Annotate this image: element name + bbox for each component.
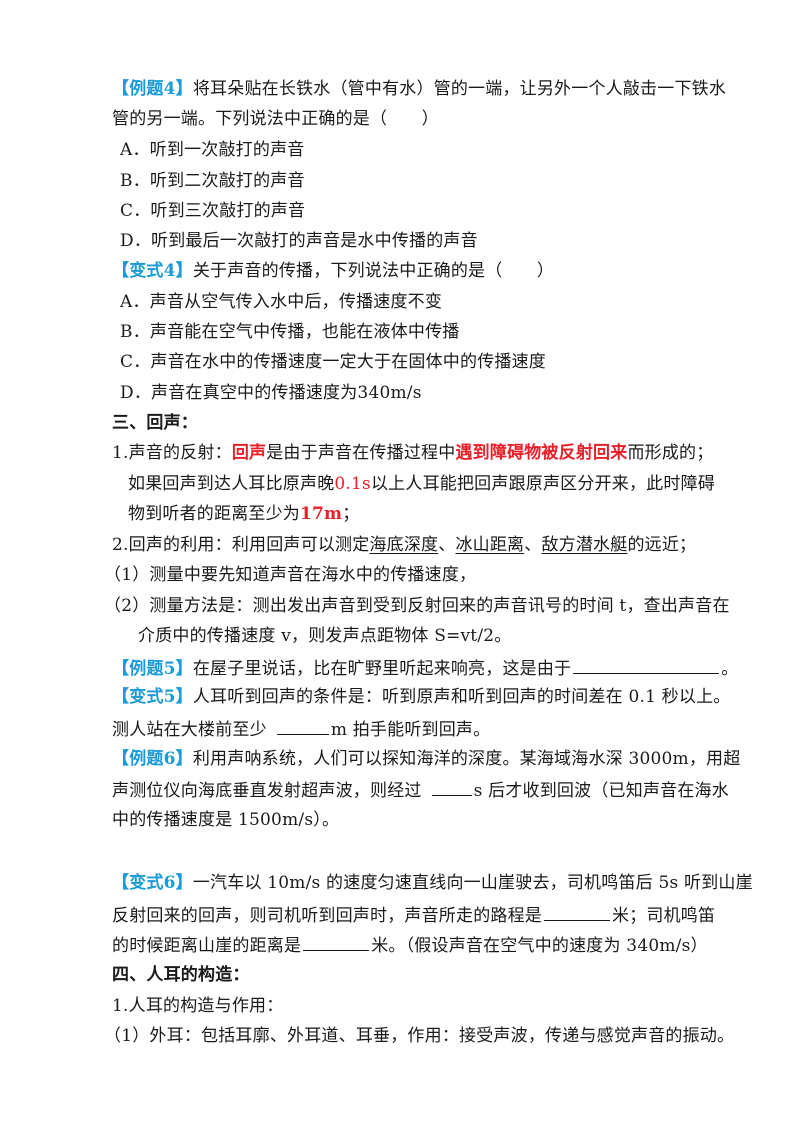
variant-6-line-2: 反射回来的回声，则司机听到回声时，声音所走的路程是米；司机鸣笛 <box>112 903 715 927</box>
example-4-option-c: C．听到三次敲打的声音 <box>120 201 306 221</box>
example-5-answer-blank[interactable] <box>573 656 720 674</box>
echo-reflection-line-3: 物到听者的距离至少为17m； <box>128 504 360 524</box>
variant-4-option-c: C．声音在水中的传播速度一定大于在固体中的传播速度 <box>120 352 547 372</box>
example-5-line-1: 【例题5】在屋子里说话，比在旷野里听起来响亮，这是由于。 <box>112 656 738 680</box>
echo-reflection-line-1: 1.声音的反射：回声是由于声音在传播过程中遇到障碍物被反射回来而形成的； <box>112 443 714 463</box>
example-6-line-3: 中的传播速度是 1500m/s）。 <box>112 810 340 830</box>
variant-4-tag: 【变式4】 <box>112 261 193 281</box>
use-sea-depth: 海底深度 <box>369 535 439 555</box>
example-4-option-b: B．听到二次敲打的声音 <box>120 171 305 191</box>
echo-use-line-1: 2.回声的利用：利用回声可以测定海底深度、冰山距离、敌方潜水艇的远近； <box>112 535 697 555</box>
min-distance-value: 17m <box>300 504 343 524</box>
section-3-heading: 三、回声： <box>112 413 198 433</box>
variant-5-answer-blank[interactable] <box>276 717 329 735</box>
variant-4-line-1: 【变式4】关于声音的传播，下列说法中正确的是（ ） <box>112 261 555 281</box>
example-4-option-d: D．听到最后一次敲打的声音是水中传播的声音 <box>120 231 478 251</box>
echo-keyword: 回声 <box>231 443 267 463</box>
variant-6-line-3: 的时候距离山崖的距离是米。（假设声音在空气中的速度为 340m/s） <box>112 933 708 957</box>
echo-use-line-3: （2）测量方法是：测出发出声音到受到反射回来的声音讯号的时间 t，查出声音在 <box>104 596 730 616</box>
use-submarine: 敌方潜水艇 <box>541 535 628 555</box>
variant-6-tag: 【变式6】 <box>112 873 193 893</box>
variant-6-line-1: 【变式6】一汽车以 10m/s 的速度匀速直线向一山崖驶去，司机鸣笛后 5s 听… <box>112 873 753 893</box>
example-6-line-1: 【例题6】利用声呐系统，人们可以探知海洋的深度。某海域海水深 3000m，用超 <box>112 749 741 769</box>
example-4-line-1: 【例题4】将耳朵贴在长铁水（管中有水）管的一端，让另外一个人敲击一下铁水 <box>112 79 727 99</box>
variant-5-line-1: 【变式5】人耳听到回声的条件是：听到原声和听到回声的时间差在 0.1 秒以上。 <box>112 687 731 707</box>
variant-6-answer-blank-1[interactable] <box>544 903 610 921</box>
echo-reflection-line-2: 如果回声到达人耳比原声晚0.1s以上人耳能把回声跟原声区分开来，此时障碍 <box>128 474 715 494</box>
ear-structure-line-1: 1.人耳的构造与作用： <box>112 996 284 1016</box>
example-4-line-2: 管的另一端。下列说法中正确的是（ ） <box>112 109 439 129</box>
use-iceberg-distance: 冰山距离 <box>455 535 525 555</box>
example-5-tag: 【例题5】 <box>112 659 193 679</box>
variant-5-tag: 【变式5】 <box>112 687 193 707</box>
example-6-answer-blank[interactable] <box>431 778 472 796</box>
reflection-keyword: 遇到障碍物被反射回来 <box>455 443 628 463</box>
variant-4-option-d: D．声音在真空中的传播速度为340m/s <box>120 383 422 403</box>
variant-4-option-b: B．声音能在空气中传播，也能在液体中传播 <box>120 322 460 342</box>
echo-use-line-4: 介质中的传播速度 v，则发声点距物体 S=vt/2。 <box>138 626 512 646</box>
section-4-heading: 四、人耳的构造： <box>112 965 250 985</box>
variant-6-answer-blank-2[interactable] <box>303 933 370 951</box>
example-4-tag: 【例题4】 <box>112 79 193 99</box>
variant-4-option-a: A．声音从空气传入水中后，传播速度不变 <box>120 292 443 312</box>
ear-structure-line-2: （1）外耳：包括耳廓、外耳道、耳垂，作用：接受声波，传递与感觉声音的振动。 <box>104 1026 735 1046</box>
time-threshold-value: 0.1s <box>334 474 371 494</box>
example-6-tag: 【例题6】 <box>112 749 193 769</box>
example-4-option-a: A．听到一次敲打的声音 <box>120 140 305 160</box>
echo-use-line-2: （1）测量中要先知道声音在海水中的传播速度， <box>104 565 477 585</box>
